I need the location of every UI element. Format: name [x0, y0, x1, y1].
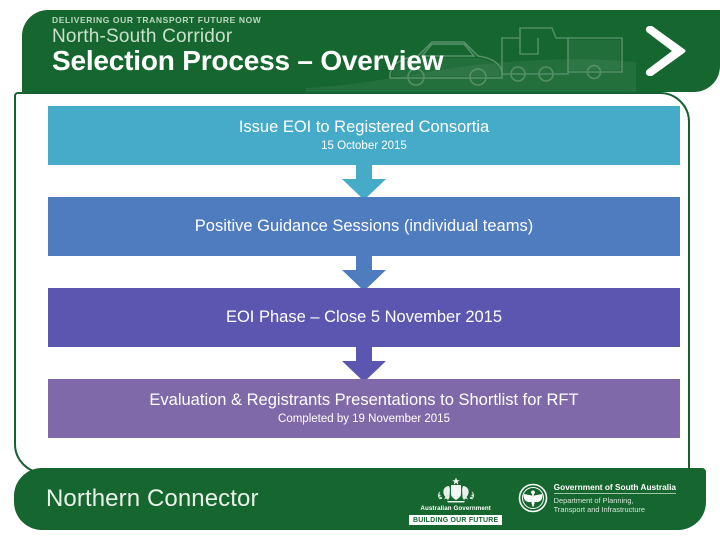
- flow-arrow-2: [48, 252, 680, 291]
- building-our-future-badge: BUILDING OUR FUTURE: [408, 515, 503, 525]
- piping-shrike-emblem-icon: [518, 483, 547, 513]
- logo-group: Australian Government BUILDING OUR FUTUR…: [404, 474, 676, 526]
- flow-step-2-title: Positive Guidance Sessions (individual t…: [194, 217, 534, 236]
- footer-title: Northern Connector: [46, 485, 259, 512]
- sa-gov-title: Government of South Australia: [553, 482, 676, 495]
- australian-government-name: Australian Government: [420, 505, 491, 512]
- flow-step-3[interactable]: EOI Phase – Close 5 November 2015: [48, 288, 680, 347]
- sa-gov-dept-line-1: Department of Planning,: [553, 495, 634, 505]
- flow-arrow-1: [48, 161, 680, 200]
- flow-step-3-title: EOI Phase – Close 5 November 2015: [225, 308, 503, 327]
- australian-coat-of-arms-icon: [437, 477, 474, 503]
- footer-bar: Northern Connector: [14, 468, 706, 530]
- flow-arrow-3: [48, 343, 680, 382]
- australian-government-logo: Australian Government BUILDING OUR FUTUR…: [404, 474, 508, 525]
- flow-step-4-title: Evaluation & Registrants Presentations t…: [149, 391, 579, 410]
- flow-step-4[interactable]: Evaluation & Registrants Presentations t…: [48, 379, 680, 438]
- header-brand: North-South Corridor: [52, 25, 233, 47]
- flow-step-4-subtitle: Completed by 19 November 2015: [278, 413, 450, 426]
- flow-step-1-title: Issue EOI to Registered Consortia: [238, 118, 490, 137]
- flow-step-1[interactable]: Issue EOI to Registered Consortia 15 Oct…: [48, 106, 680, 165]
- header-text-block: DELIVERING OUR TRANSPORT FUTURE NOW Nort…: [52, 16, 443, 75]
- process-flow: Issue EOI to Registered Consortia 15 Oct…: [48, 106, 680, 438]
- chevron-right-icon: [640, 22, 692, 80]
- flow-step-2[interactable]: Positive Guidance Sessions (individual t…: [48, 197, 680, 256]
- south-australia-government-text: Government of South Australia Department…: [553, 482, 676, 514]
- header-tagline: DELIVERING OUR TRANSPORT FUTURE NOW: [52, 15, 262, 25]
- sa-gov-dept-line-2: Transport and Infrastructure: [553, 504, 646, 514]
- flow-step-1-subtitle: 15 October 2015: [321, 140, 407, 153]
- down-arrow-icon: [342, 161, 386, 200]
- header-banner: DELIVERING OUR TRANSPORT FUTURE NOW Nort…: [22, 10, 720, 92]
- down-arrow-icon: [342, 343, 386, 382]
- south-australia-government-logo: Government of South Australia Department…: [518, 474, 676, 514]
- page-title: Selection Process – Overview: [52, 44, 444, 76]
- down-arrow-icon: [342, 252, 386, 291]
